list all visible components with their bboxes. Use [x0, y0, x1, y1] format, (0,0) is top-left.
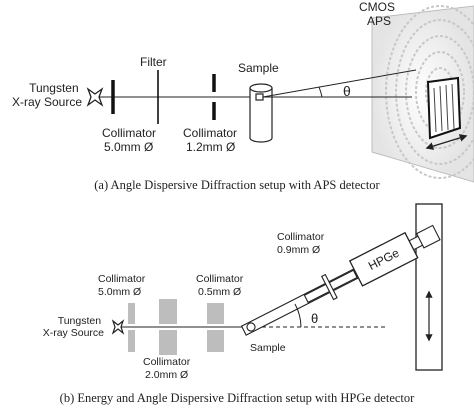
collimator-b4: [320, 273, 338, 301]
collimator-label-a2: Collimator 1.2mm Ø: [183, 126, 240, 154]
filter-label: Filter: [140, 55, 167, 69]
source-label-a: Tungsten X-ray Source: [12, 81, 82, 109]
caption-a: (a) Angle Dispersive Diffraction setup w…: [94, 178, 380, 192]
collimator-b1-lower: [128, 330, 135, 352]
theta-label-a: θ: [343, 83, 351, 99]
panel-b: HPGe Tungsten X-ray Source Collimator 5.…: [43, 203, 443, 405]
sample-label-a: Sample: [238, 61, 279, 75]
theta-arc-a: [318, 86, 323, 98]
collimator-b3-upper: [207, 303, 224, 324]
collimator-b2-upper: [159, 299, 177, 324]
collimator-label-b3: Collimator 0.5mm Ø: [196, 273, 246, 298]
theta-label-b: θ: [311, 311, 318, 326]
cmos-aps-label: CMOS APS: [359, 0, 398, 28]
collimator-blocks: [128, 299, 224, 355]
panel-a: Tungsten X-ray Source Filter Sample Coll…: [12, 0, 474, 192]
pivot-sample-holder: [246, 322, 256, 332]
hpge-arm-assembly: HPGe: [240, 224, 441, 336]
rail-carriage: [415, 224, 441, 249]
caption-b: (b) Energy and Angle Dispersive Diffract…: [60, 391, 415, 405]
collimator-label-b1: Collimator 5.0mm Ø: [98, 273, 148, 298]
collimator-label-a1: Collimator 5.0mm Ø: [102, 126, 159, 154]
source-label-b: Tungsten X-ray Source: [43, 315, 104, 339]
xray-source-icon-b: [111, 319, 125, 335]
collimator-b2-lower: [159, 330, 177, 355]
sample-label-b: Sample: [250, 342, 286, 354]
theta-arc-b: [294, 303, 302, 328]
collimator-b1-upper: [128, 303, 135, 324]
collimator-label-b2: Collimator 2.0mm Ø: [143, 356, 193, 381]
collimator-b3-lower: [207, 330, 224, 352]
collimator-label-b4: Collimator 0.9mm Ø: [277, 231, 327, 256]
detector-translation-arrow-a: [425, 134, 468, 150]
xray-source-icon: [86, 87, 104, 107]
sample-cylinder-a: [249, 83, 273, 143]
aps-detector-chip: [425, 76, 468, 150]
diffracted-beam-upper: [262, 69, 417, 98]
hpge-detector: [348, 231, 419, 287]
